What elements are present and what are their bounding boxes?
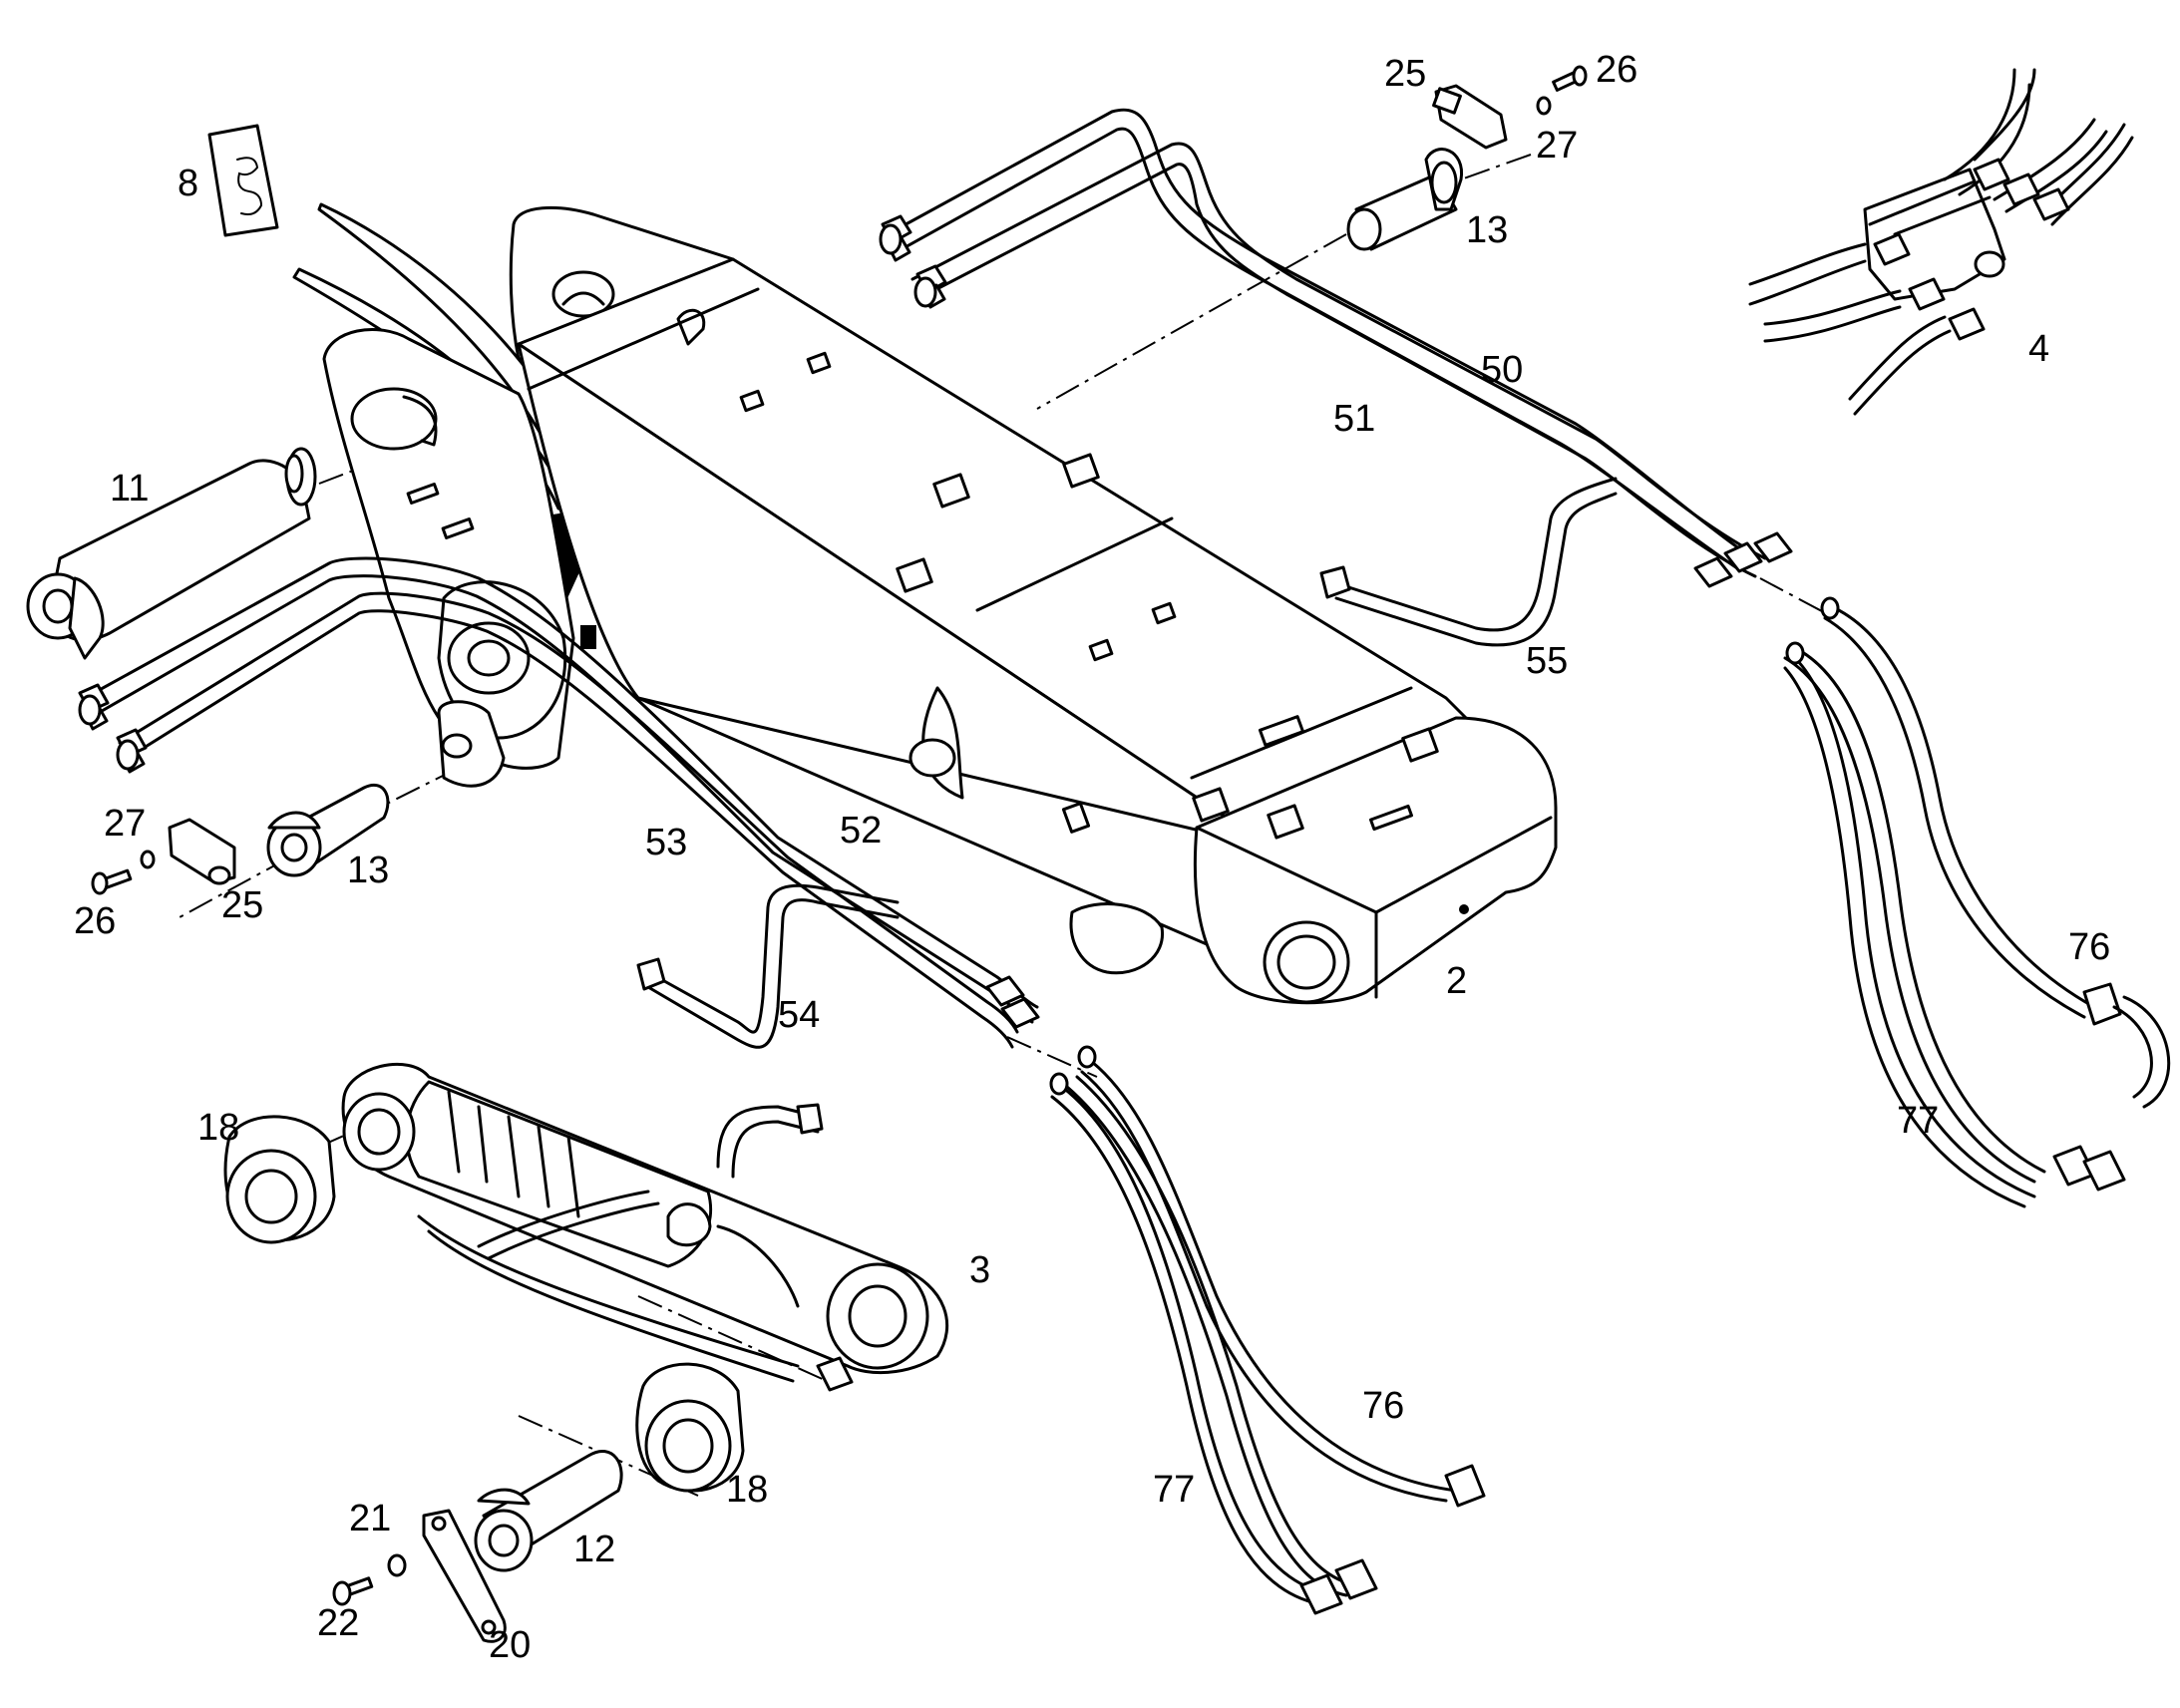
label-8: 8	[178, 163, 198, 204]
boom-assembly	[322, 205, 1558, 1005]
pin-12	[474, 1449, 623, 1572]
axis-rod-end	[637, 1295, 839, 1387]
label-4: 4	[2028, 328, 2049, 370]
label-53: 53	[645, 822, 687, 863]
axis-pin-13-top	[1036, 233, 1347, 410]
label-25-left: 25	[221, 884, 263, 926]
label-76-bottom: 76	[1362, 1385, 1404, 1427]
screw-22	[332, 1576, 374, 1606]
axis-hose-ports-lower	[1006, 1036, 1098, 1078]
washer-27-top	[1536, 96, 1552, 116]
hydraulic-cylinder-3	[341, 1062, 949, 1392]
label-25-top: 25	[1384, 53, 1426, 95]
clip-25-left	[168, 818, 236, 885]
label-77-right: 77	[1897, 1100, 1939, 1142]
label-77-bottom: 77	[1153, 1469, 1195, 1511]
label-27-left: 27	[104, 803, 146, 845]
label-51: 51	[1333, 398, 1375, 440]
pipe-lines-50-51	[879, 108, 1767, 578]
washer-21	[387, 1553, 407, 1577]
label-2: 2	[1446, 960, 1467, 1002]
screw-26-left	[91, 868, 133, 895]
label-27-top: 27	[1536, 125, 1578, 167]
axis-clip-25-top	[1460, 154, 1532, 180]
label-50: 50	[1481, 349, 1523, 391]
axis-clip-25-left	[179, 856, 290, 918]
axis-hose-ports-upper	[1759, 577, 1836, 619]
clip-25-top	[1432, 84, 1508, 150]
bushing-18-bottom	[635, 1362, 745, 1493]
label-55: 55	[1526, 640, 1568, 682]
label-18-left: 18	[197, 1107, 239, 1149]
plate-20	[422, 1509, 507, 1643]
label-20: 20	[489, 1624, 531, 1666]
pin-13-left	[266, 783, 390, 877]
hoses-76-77-right	[1783, 596, 2171, 1208]
bushing-18-left	[223, 1115, 336, 1244]
hoses-76-77-bottom	[1049, 1045, 1486, 1615]
label-21: 21	[349, 1498, 391, 1539]
boom-pads	[580, 351, 1439, 840]
label-3: 3	[969, 1249, 990, 1291]
callout-labels: 2 3 4 8 11 12 13 13 18 18 20 21 22 25 25…	[74, 49, 2110, 1666]
label-11: 11	[110, 468, 149, 510]
label-26-top: 26	[1596, 49, 1637, 91]
pin-11	[26, 447, 317, 660]
boom-lower-connectors	[985, 975, 1040, 1029]
label-18-bottom: 18	[726, 1469, 768, 1511]
screw-26-top	[1552, 65, 1588, 92]
label-tag-8	[207, 124, 279, 237]
washer-27-left	[140, 850, 156, 869]
label-26-left: 26	[74, 900, 116, 942]
label-52: 52	[840, 810, 882, 852]
valve-block-4	[1748, 68, 2134, 416]
label-54: 54	[778, 994, 820, 1036]
label-13-top: 13	[1466, 209, 1508, 251]
label-13-left: 13	[347, 850, 389, 891]
pipe-line-55	[1319, 477, 1618, 647]
pin-13-top	[1346, 148, 1464, 251]
pipe-line-54	[636, 883, 900, 1049]
label-22: 22	[317, 1602, 359, 1644]
label-12: 12	[573, 1529, 615, 1570]
label-76-right: 76	[2068, 926, 2110, 968]
boom-upper-connectors	[1693, 531, 1793, 588]
